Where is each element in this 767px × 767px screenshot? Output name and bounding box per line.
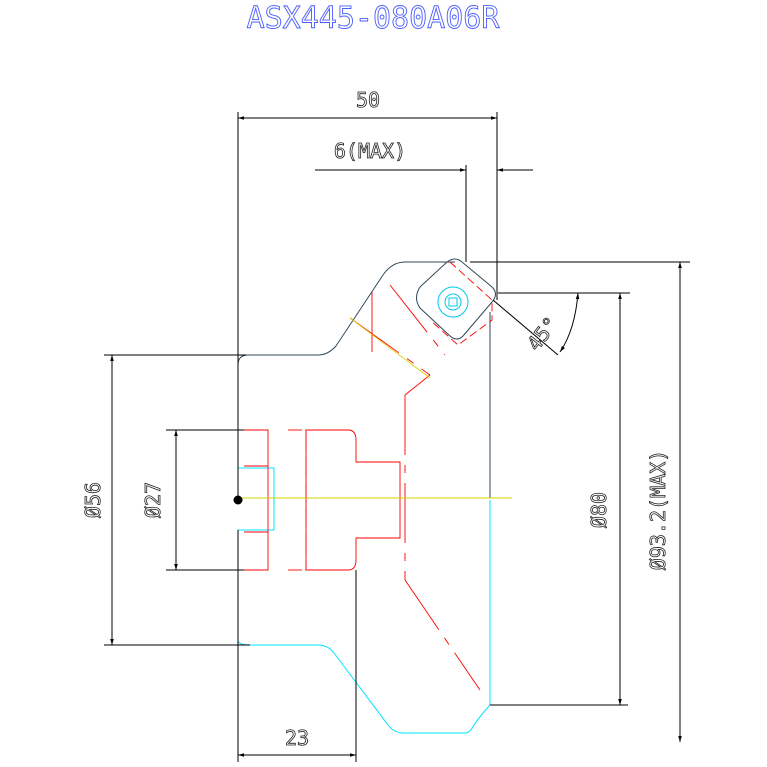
dimension-dia-56: Ø56 (81, 354, 250, 646)
svg-text:45°: 45° (522, 312, 563, 355)
insert-pocket (416, 258, 496, 346)
centerlines (238, 317, 512, 499)
dimension-angle: 45° (470, 261, 690, 356)
dimension-dia-27: Ø27 (141, 429, 244, 571)
dimension-width-50: 50 (237, 88, 498, 500)
svg-text:6(MAX): 6(MAX) (334, 139, 406, 163)
svg-text:50: 50 (356, 88, 380, 112)
svg-text:Ø56: Ø56 (81, 482, 105, 518)
svg-text:Ø93.2(MAX): Ø93.2(MAX) (646, 450, 670, 570)
svg-text:Ø27: Ø27 (141, 482, 165, 518)
dimension-insert-depth: 6(MAX) (315, 139, 533, 262)
svg-text:Ø80: Ø80 (587, 492, 611, 528)
drawing-title: ASX445-080A06R (247, 1, 501, 36)
dimension-dia-80: Ø80 (490, 293, 628, 706)
dimension-dia-93: Ø93.2(MAX) (646, 262, 682, 742)
cutter-body-lower-edge (237, 467, 491, 734)
internal-hidden-lines (244, 284, 481, 691)
dimension-bore-depth: 23 (237, 530, 357, 762)
svg-text:23: 23 (285, 726, 309, 750)
clamp-screw-icon (437, 286, 469, 318)
